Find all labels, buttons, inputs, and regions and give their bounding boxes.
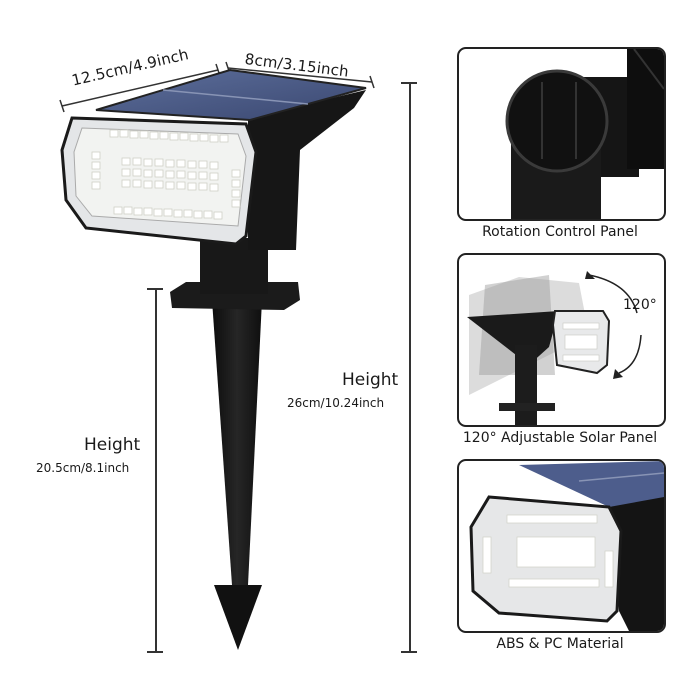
material-closeup-illustration bbox=[469, 461, 664, 631]
total-height-top-tick bbox=[401, 82, 417, 84]
stake-height-label: Height bbox=[84, 435, 141, 455]
material-caption: ABS & PC Material bbox=[496, 636, 624, 652]
adjustable-solar-panel-caption: 120° Adjustable Solar Panel bbox=[462, 430, 658, 446]
rotation-control-caption: Rotation Control Panel bbox=[482, 224, 638, 240]
led-sides bbox=[91, 151, 241, 208]
total-height-label: Height bbox=[342, 370, 399, 390]
rotation-control-panel-image bbox=[457, 47, 666, 221]
led-grid-center bbox=[121, 157, 219, 192]
total-height-line bbox=[409, 82, 411, 652]
total-height-bottom-tick bbox=[401, 651, 417, 653]
led-row-bottom bbox=[113, 206, 223, 220]
stake-height-value: 20.5cm/8.1inch bbox=[36, 461, 130, 475]
stake-height-top-tick bbox=[147, 288, 163, 290]
adjustable-solar-panel-image: 120° bbox=[457, 253, 666, 427]
led-row-top bbox=[109, 129, 229, 143]
stake-height-bottom-tick bbox=[147, 651, 163, 653]
stake-height-line bbox=[155, 288, 157, 652]
total-height-value: 26cm/10.24inch bbox=[287, 396, 385, 410]
angle-label: 120° bbox=[623, 297, 657, 313]
adjustable-angle-illustration bbox=[467, 271, 642, 425]
material-panel-image bbox=[457, 459, 666, 633]
rotation-knob-illustration bbox=[505, 49, 664, 219]
